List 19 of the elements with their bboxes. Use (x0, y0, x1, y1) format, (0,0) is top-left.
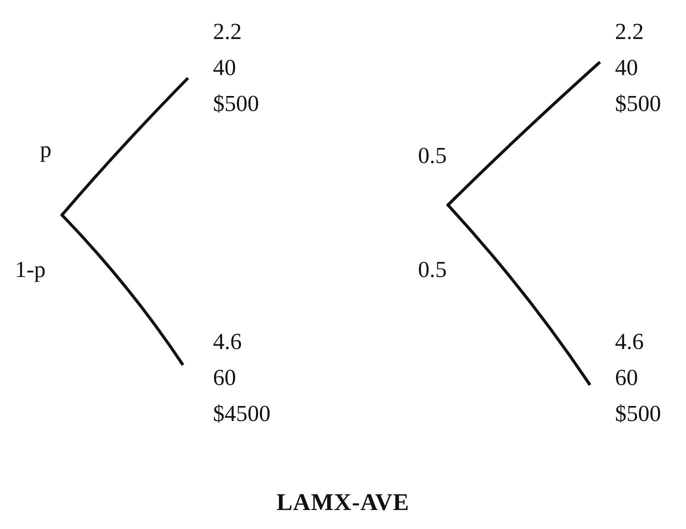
caption: LAMX-AVE (276, 490, 410, 517)
branch-line (446, 60, 601, 206)
outcome-value: 2.2 (615, 18, 645, 46)
branch-point (60, 213, 64, 217)
branch-line (60, 76, 190, 216)
outcome-value: $500 (213, 90, 259, 118)
branch-line (446, 204, 592, 386)
outcome-value: 2.2 (213, 18, 243, 46)
outcome-value: $4500 (213, 400, 270, 428)
branch-point (446, 203, 450, 207)
outcome-value: 4.6 (213, 328, 243, 356)
outcome-value: $500 (615, 400, 661, 428)
outcome-value: 40 (615, 54, 639, 82)
outcome-value: $500 (615, 90, 661, 118)
outcome-value: 60 (615, 364, 639, 392)
outcome-value: 40 (213, 54, 237, 82)
outcome-value: 60 (213, 364, 237, 392)
branch-line (60, 214, 184, 366)
outcome-value: 4.6 (615, 328, 645, 356)
